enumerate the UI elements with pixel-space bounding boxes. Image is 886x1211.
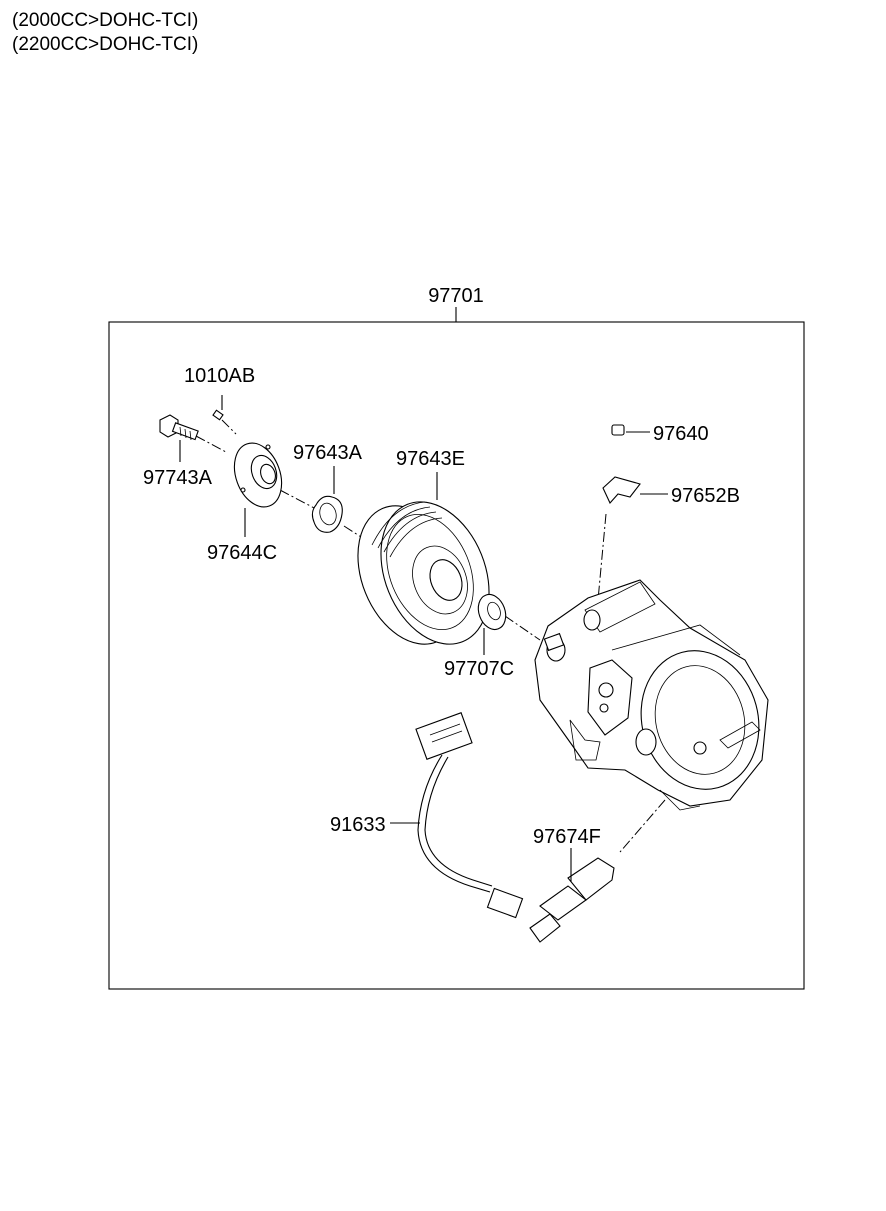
engine-spec-line-1: (2000CC>DOHC-TCI): [12, 10, 199, 31]
bracket-part: [602, 476, 668, 504]
bolt-part: [159, 414, 199, 462]
assembly-centerline: [195, 419, 607, 641]
bolt-small-part: [212, 395, 224, 421]
label-screw: 97640: [653, 423, 709, 445]
shim-part: [311, 466, 343, 533]
label-bearing: 97707C: [444, 658, 514, 680]
pulley-part: [357, 472, 490, 645]
harness-part: [390, 712, 524, 919]
label-sensor: 97674F: [533, 826, 601, 848]
label-shim: 97643A: [293, 442, 363, 464]
hub-part: [233, 442, 283, 537]
label-hub: 97644C: [207, 542, 277, 564]
screw-part: [611, 424, 650, 436]
label-bracket: 97652B: [671, 485, 740, 507]
label-pulley: 97643E: [396, 448, 465, 470]
compressor-part: [534, 579, 769, 811]
label-bolt-small: 1010AB: [184, 365, 255, 387]
bearing-part: [477, 593, 507, 655]
label-bolt: 97743A: [143, 467, 213, 489]
engine-spec-header: (2000CC>DOHC-TCI) (2200CC>DOHC-TCI): [12, 9, 198, 57]
sensor-part: [529, 848, 615, 943]
label-harness: 91633: [330, 814, 386, 836]
sensor-centerline: [619, 799, 666, 853]
engine-spec-line-2: (2200CC>DOHC-TCI): [12, 34, 199, 55]
label-assembly: 97701: [428, 285, 484, 307]
